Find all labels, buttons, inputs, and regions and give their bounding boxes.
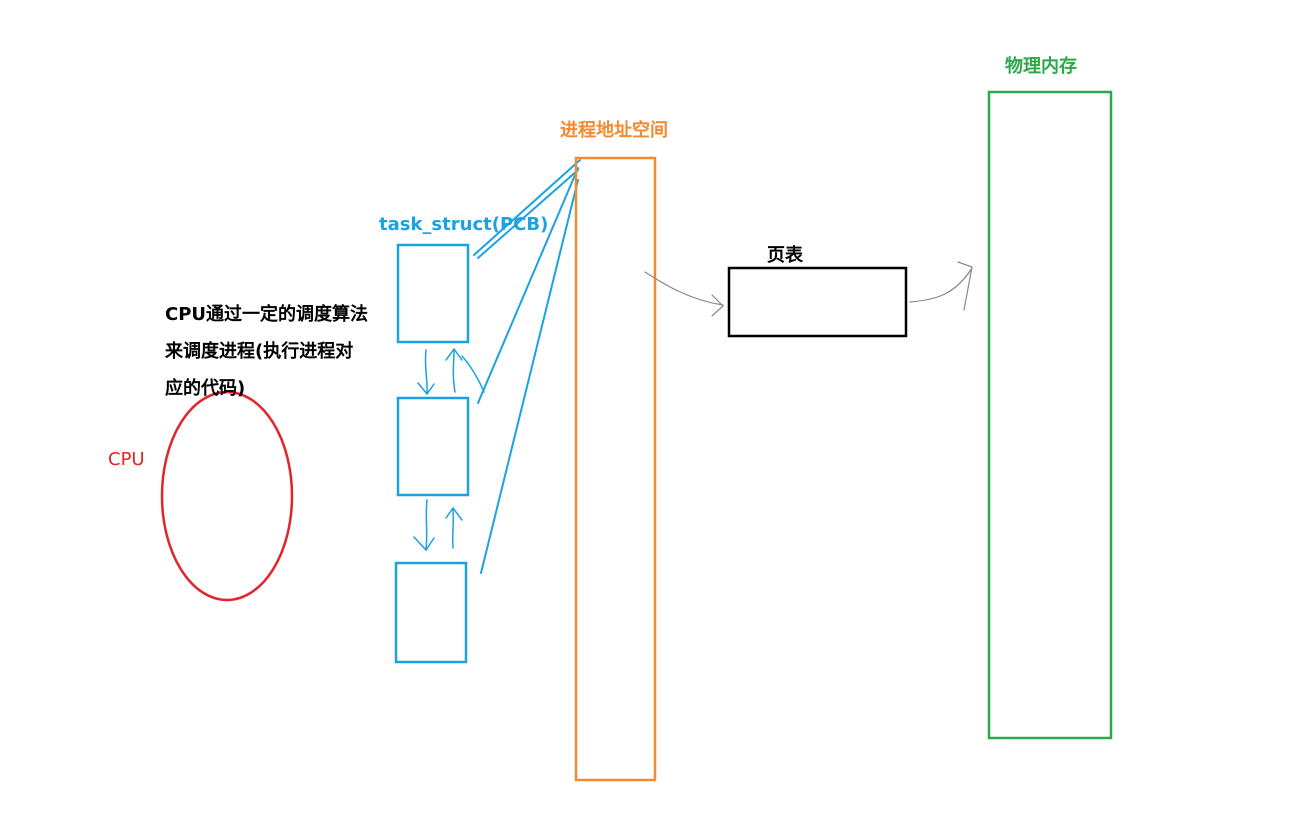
addr-to-page-arrow	[644, 271, 724, 317]
address-space-label: 进程地址空间	[560, 120, 668, 141]
pcb-up-arrow-1	[445, 347, 485, 393]
pcb-addr-line-2	[477, 167, 579, 404]
page-to-phys-arrow	[909, 261, 973, 311]
pcb-link-arrows	[413, 347, 485, 552]
physical-memory-label: 物理内存	[1005, 56, 1077, 77]
task-struct-label: task_struct(PCB)	[379, 214, 549, 235]
pcb-box-1	[396, 243, 470, 344]
pcb-box-3	[394, 561, 468, 664]
cpu-label: CPU	[108, 449, 145, 470]
pcb-addr-line-4	[477, 169, 579, 259]
pcb-addr-line-1	[473, 159, 581, 256]
scheduling-note: CPU通过一定的调度算法来调度进程(执行进程对应的代码)	[165, 304, 369, 399]
cpu-ellipse	[160, 390, 294, 602]
pcb-down-arrow-2	[413, 499, 435, 552]
address-space-box	[574, 156, 657, 782]
page-table-box	[727, 266, 908, 338]
pcb-up-arrow-2	[445, 506, 463, 549]
pcb-box-2	[396, 396, 470, 497]
pcb-down-arrow-1	[417, 349, 435, 396]
pcb-addr-line-3	[480, 179, 579, 574]
physical-memory-box	[987, 90, 1113, 740]
pcb-to-addr-lines	[473, 159, 581, 574]
page-table-label: 页表	[767, 245, 803, 266]
